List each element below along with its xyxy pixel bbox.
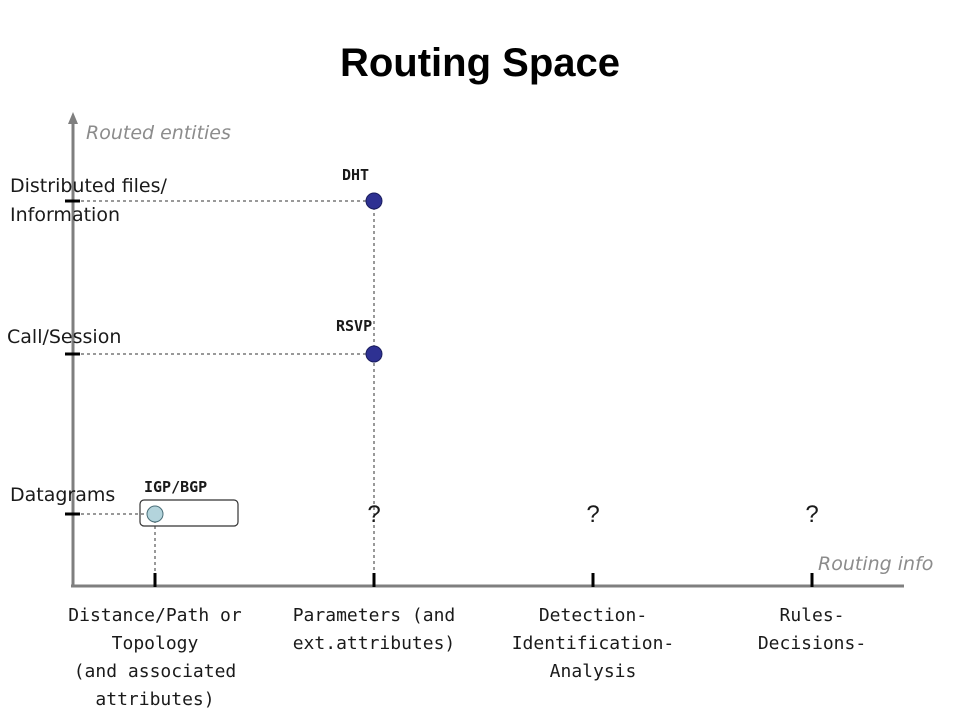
y-axis-arrow xyxy=(68,112,78,124)
unknown-mark: ? xyxy=(367,501,380,528)
unknown-mark: ? xyxy=(586,501,599,528)
unknown-marks: ??? xyxy=(367,501,818,528)
protocol-label: IGP/BGP xyxy=(144,478,207,496)
y-category-label: Datagrams xyxy=(10,484,115,506)
y-category-label: Distributed files/Information xyxy=(10,175,168,226)
y-ticks xyxy=(65,199,80,516)
protocol-label: DHT xyxy=(342,166,369,184)
y-axis-title: Routed entities xyxy=(86,122,231,144)
x-category-label: Rules-Decisions- xyxy=(758,605,866,654)
rsvp-node xyxy=(365,345,383,363)
x-axis-title: Routing info xyxy=(818,553,933,575)
dashed-guides xyxy=(75,200,375,573)
dht-node xyxy=(365,192,383,210)
page-title: Routing Space xyxy=(340,41,620,85)
protocol-label: RSVP xyxy=(336,317,372,335)
igp-bgp-node xyxy=(146,505,164,523)
x-category-label: Detection-Identification-Analysis xyxy=(512,605,675,682)
igp-bgp-box xyxy=(139,499,239,527)
unknown-mark: ? xyxy=(805,501,818,528)
protocol-nodes xyxy=(146,192,383,523)
x-ticks xyxy=(153,573,814,587)
y-category-label: Call/Session xyxy=(7,326,121,348)
protocol-labels: DHT RSVP IGP/BGP xyxy=(144,166,372,496)
y-labels: Distributed files/InformationCall/Sessio… xyxy=(7,175,168,506)
